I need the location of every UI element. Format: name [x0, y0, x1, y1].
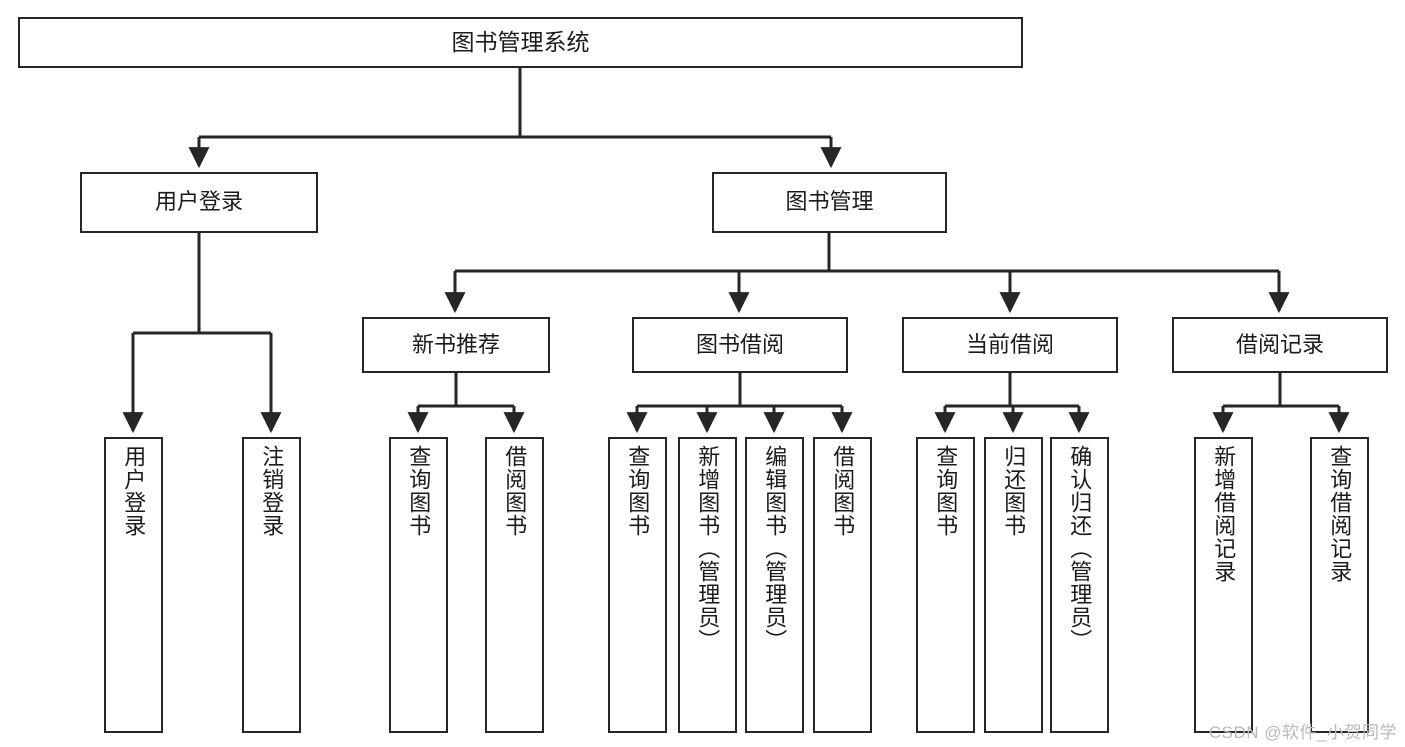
node-book-manage-label: 图书管理: [785, 189, 874, 215]
node-leaf-edit-book[interactable]: 编辑图书（管理员）: [745, 437, 804, 733]
node-leaf-query-book-rec-label: 查询图书: [406, 445, 432, 537]
node-book-borrow[interactable]: 图书借阅: [632, 317, 848, 373]
node-leaf-user-login-label: 用户登录: [121, 445, 147, 537]
node-user-login[interactable]: 用户登录: [80, 172, 318, 233]
node-leaf-confirm-return[interactable]: 确认归还（管理员）: [1050, 437, 1109, 733]
node-borrow-record-label: 借阅记录: [1235, 331, 1324, 357]
node-leaf-logout-label: 注销登录: [259, 445, 285, 537]
node-leaf-logout[interactable]: 注销登录: [242, 437, 301, 733]
node-new-book-rec-label: 新书推荐: [411, 331, 500, 357]
node-book-manage[interactable]: 图书管理: [712, 172, 947, 233]
node-leaf-query-book-borrow-label: 查询图书: [625, 445, 651, 537]
node-user-login-label: 用户登录: [154, 189, 243, 215]
node-book-borrow-label: 图书借阅: [695, 331, 784, 357]
node-leaf-query-book-borrow[interactable]: 查询图书: [608, 437, 667, 733]
node-leaf-user-login[interactable]: 用户登录: [104, 437, 163, 733]
watermark: CSDN @软件_小贺同学: [1208, 723, 1397, 742]
node-root[interactable]: 图书管理系统: [18, 17, 1023, 68]
node-current-borrow-label: 当前借阅: [965, 331, 1054, 357]
node-leaf-add-book-label: 新增图书（管理员）: [695, 445, 721, 652]
node-leaf-query-book-cur-label: 查询图书: [933, 445, 959, 537]
node-new-book-rec[interactable]: 新书推荐: [362, 317, 550, 373]
node-current-borrow[interactable]: 当前借阅: [902, 317, 1118, 373]
node-root-label: 图书管理系统: [451, 28, 590, 55]
node-leaf-query-book-cur[interactable]: 查询图书: [916, 437, 975, 733]
node-leaf-borrow-book-rec[interactable]: 借阅图书: [485, 437, 544, 733]
node-leaf-borrow-book[interactable]: 借阅图书: [813, 437, 872, 733]
node-leaf-edit-book-label: 编辑图书（管理员）: [762, 445, 788, 652]
node-leaf-query-book-rec[interactable]: 查询图书: [389, 437, 448, 733]
node-leaf-borrow-book-rec-label: 借阅图书: [502, 445, 528, 537]
node-leaf-add-book[interactable]: 新增图书（管理员）: [678, 437, 737, 733]
node-borrow-record[interactable]: 借阅记录: [1172, 317, 1388, 373]
node-leaf-query-record-label: 查询借阅记录: [1327, 445, 1353, 583]
node-leaf-borrow-book-label: 借阅图书: [830, 445, 856, 537]
node-leaf-add-record[interactable]: 新增借阅记录: [1194, 437, 1253, 733]
edges: [122, 68, 1350, 434]
node-leaf-return-book[interactable]: 归还图书: [984, 437, 1043, 733]
node-leaf-confirm-return-label: 确认归还（管理员）: [1067, 445, 1093, 652]
node-leaf-return-book-label: 归还图书: [1001, 445, 1027, 537]
node-leaf-query-record[interactable]: 查询借阅记录: [1310, 437, 1369, 733]
node-leaf-add-record-label: 新增借阅记录: [1211, 445, 1237, 583]
